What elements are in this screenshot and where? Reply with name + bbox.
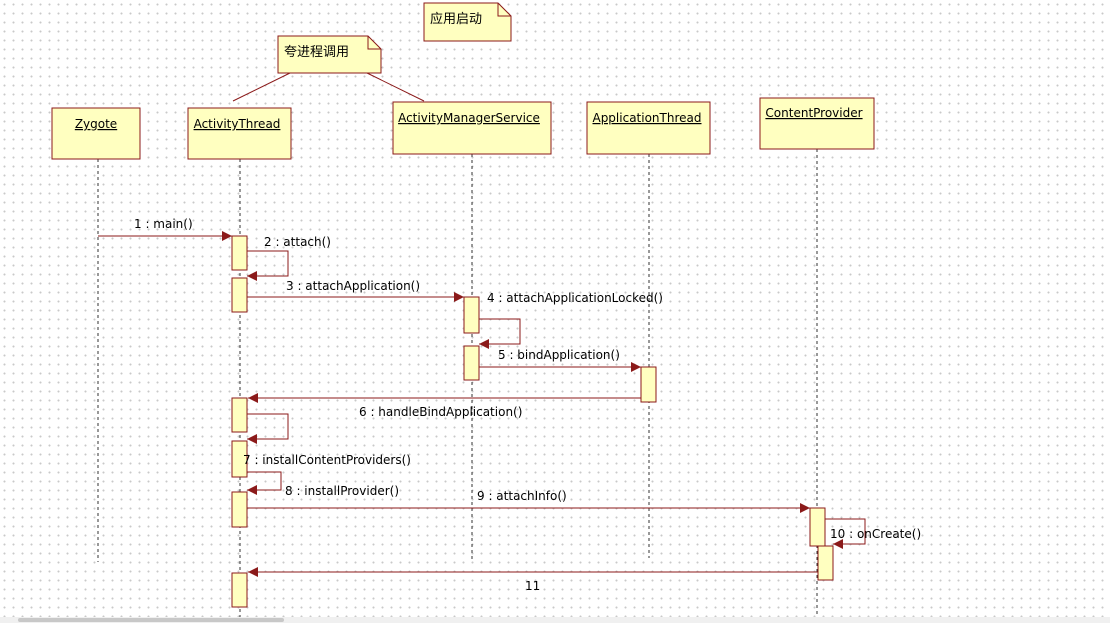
message-8-label: 8 : installProvider() [285, 484, 399, 498]
activation-content-provider-1 [809, 507, 826, 547]
message-2[interactable]: 2 : attach() [247, 235, 331, 281]
participant-application-thread-label: ApplicationThread [592, 111, 701, 125]
participant-application-thread[interactable]: ApplicationThread [586, 101, 711, 155]
horizontal-scrollbar-thumb[interactable] [18, 618, 284, 622]
activation-activity-thread-2 [231, 277, 248, 313]
activation-activity-thread-5 [231, 491, 248, 528]
message-9[interactable]: 9 : attachInfo() [247, 489, 810, 513]
activation-activity-thread-4 [231, 440, 248, 478]
message-11[interactable]: 11 [248, 567, 818, 593]
note-cross-process[interactable]: 夸进程调用 [232, 35, 425, 102]
message-1[interactable]: 1 : main() [98, 217, 232, 241]
note-app-launch[interactable]: 应用启动 [423, 2, 512, 42]
message-3[interactable]: 3 : attachApplication() [247, 279, 464, 302]
message-9-label: 9 : attachInfo() [477, 489, 567, 503]
note-cross-process-text: 夸进程调用 [284, 45, 349, 60]
participant-content-provider-label: ContentProvider [765, 106, 862, 120]
activation-content-provider-2 [817, 545, 834, 581]
activation-application-thread [640, 366, 657, 403]
note-link-ams [366, 72, 425, 102]
message-6[interactable]: 6 : handleBindApplication() [248, 393, 641, 419]
participant-activity-thread[interactable]: ActivityThread [187, 107, 292, 160]
note-link-activity-thread [232, 72, 291, 102]
message-7[interactable]: 7 : installContentProviders() [243, 413, 411, 467]
activation-activity-thread-1 [231, 235, 248, 271]
message-6-label: 6 : handleBindApplication() [359, 405, 522, 419]
message-4[interactable]: 4 : attachApplicationLocked() [479, 291, 663, 349]
participant-zygote[interactable]: Zygote [51, 107, 141, 160]
participant-ams-label: ActivityManagerService [398, 111, 540, 125]
activation-activity-thread-6 [231, 572, 248, 608]
participant-zygote-label: Zygote [75, 117, 117, 131]
message-2-label: 2 : attach() [264, 235, 331, 249]
message-3-label: 3 : attachApplication() [286, 279, 420, 293]
activation-ams-1 [463, 296, 480, 334]
message-5-label: 5 : bindApplication() [498, 348, 620, 362]
message-10-label: 10 : onCreate() [830, 527, 921, 541]
participant-ams[interactable]: ActivityManagerService [392, 101, 552, 155]
message-10[interactable]: 10 : onCreate() [825, 518, 921, 549]
participant-content-provider[interactable]: ContentProvider [759, 97, 875, 150]
participant-activity-thread-label: ActivityThread [194, 117, 281, 131]
message-11-label: 11 [525, 579, 540, 593]
message-4-label: 4 : attachApplicationLocked() [487, 291, 663, 305]
message-7-label: 7 : installContentProviders() [243, 453, 411, 467]
activation-ams-2 [463, 345, 480, 381]
note-app-launch-text: 应用启动 [430, 11, 482, 27]
message-1-label: 1 : main() [134, 217, 193, 231]
horizontal-scrollbar[interactable] [0, 617, 1110, 623]
message-5[interactable]: 5 : bindApplication() [479, 348, 641, 372]
message-8[interactable]: 8 : installProvider() [247, 471, 399, 498]
activation-activity-thread-3 [231, 397, 248, 433]
